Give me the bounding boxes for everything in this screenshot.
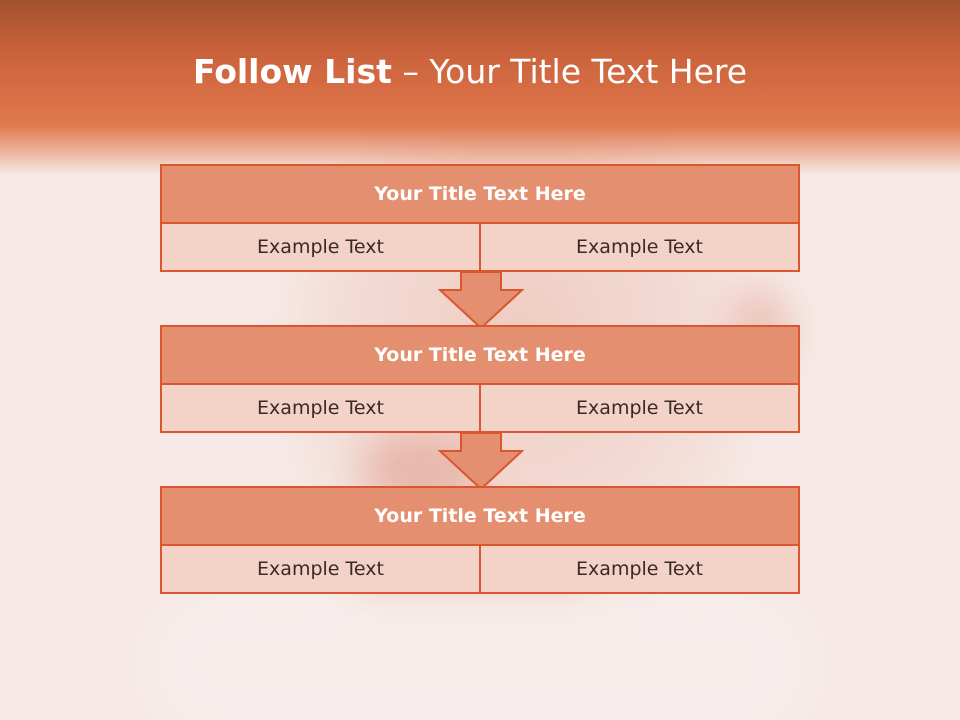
box-cell-right: Example Text — [479, 224, 798, 270]
down-arrow-icon — [438, 271, 524, 330]
box-title: Your Title Text Here — [162, 166, 798, 224]
header-band — [0, 0, 960, 175]
box-cell-right: Example Text — [479, 546, 798, 592]
box-title: Your Title Text Here — [162, 327, 798, 385]
box-cell-left: Example Text — [257, 397, 384, 419]
box-cell-right: Example Text — [479, 385, 798, 431]
list-box-1: Your Title Text Here Example Text Exampl… — [160, 164, 800, 272]
title-rest: – Your Title Text Here — [391, 52, 748, 91]
list-box-2: Your Title Text Here Example Text Exampl… — [160, 325, 800, 433]
box-cell-left: Example Text — [257, 558, 384, 580]
title-strong: Follow List — [192, 52, 392, 91]
list-box-3: Your Title Text Here Example Text Exampl… — [160, 486, 800, 594]
slide-title: Follow List – Your Title Text Here — [0, 52, 940, 91]
box-cell-left: Example Text — [257, 236, 384, 258]
down-arrow-icon — [438, 432, 524, 491]
box-title: Your Title Text Here — [162, 488, 798, 546]
